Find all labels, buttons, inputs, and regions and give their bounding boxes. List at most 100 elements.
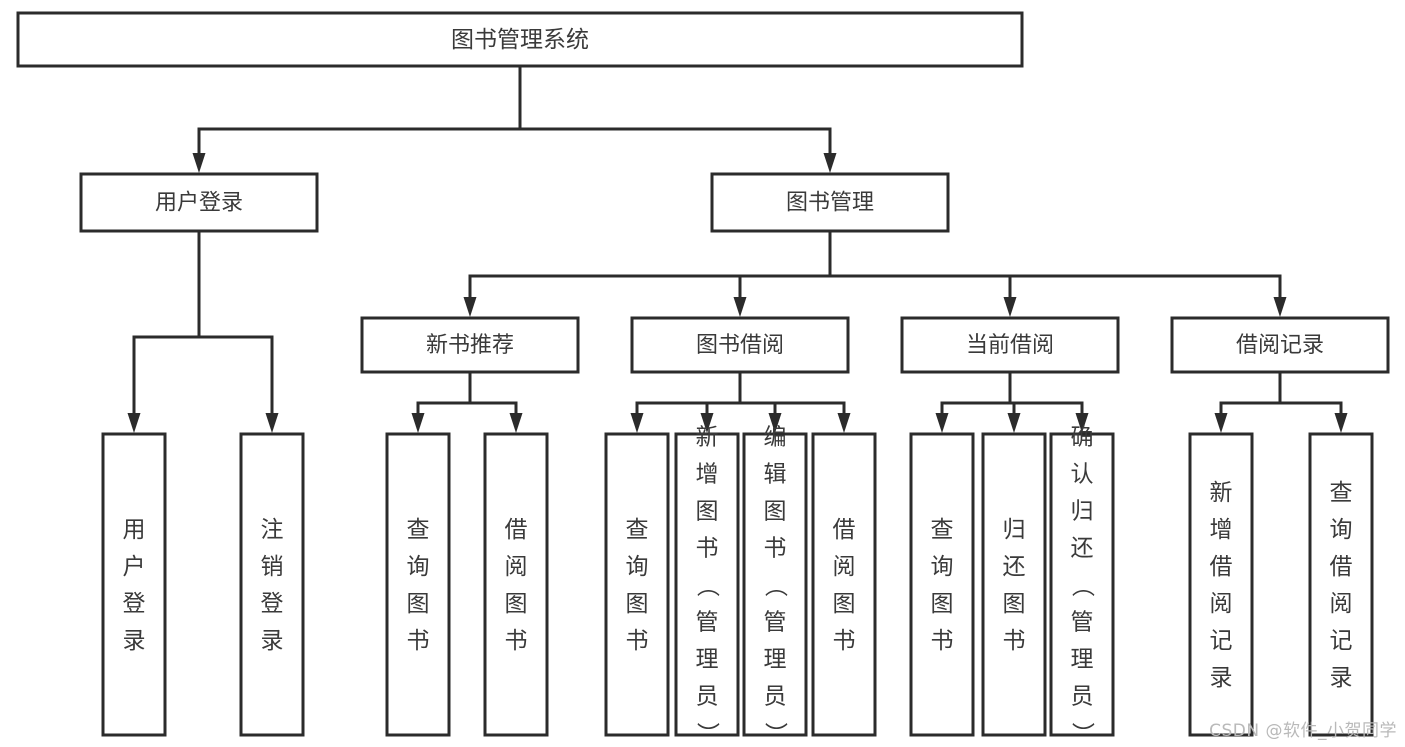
arrowhead-icon	[1075, 413, 1089, 433]
connector-group	[463, 229, 1287, 317]
node-box[interactable]	[604, 432, 670, 737]
node-label-char: ）	[1069, 722, 1095, 745]
node-label-char: 归	[1071, 499, 1094, 525]
node-borrow[interactable]: 图书借阅	[630, 316, 850, 374]
arrowhead-icon	[509, 413, 523, 433]
node-box[interactable]	[101, 432, 167, 737]
node-label-char: ）	[694, 722, 720, 745]
arrowhead-icon	[823, 153, 837, 173]
node-box[interactable]	[710, 172, 950, 233]
arrowhead-icon	[1334, 413, 1348, 433]
node-label-char: 询	[626, 554, 649, 580]
node-label-char: 图	[833, 591, 856, 617]
node-l-1[interactable]: 用户登录	[101, 432, 167, 737]
node-label-char: 理	[764, 647, 787, 673]
node-label-char: （	[762, 574, 788, 597]
connector-group	[127, 229, 279, 433]
node-box[interactable]	[1188, 432, 1254, 737]
node-box[interactable]	[811, 432, 877, 737]
node-label-char: 记	[1210, 628, 1233, 654]
node-box[interactable]	[742, 432, 808, 737]
node-box[interactable]	[385, 432, 451, 737]
node-label-char: 借	[1210, 554, 1233, 580]
node-box[interactable]	[483, 432, 549, 737]
node-box[interactable]	[1049, 432, 1115, 737]
node-box[interactable]	[239, 432, 305, 737]
node-box[interactable]	[909, 432, 975, 737]
node-box[interactable]	[79, 172, 319, 233]
node-label-char: 书	[505, 628, 528, 654]
node-label-char: 图	[505, 591, 528, 617]
node-label-char: 管	[764, 610, 787, 636]
node-label-char: 询	[407, 554, 430, 580]
connector-group	[411, 370, 523, 433]
node-label-char: ）	[762, 722, 788, 745]
arrowhead-icon	[630, 413, 644, 433]
node-box[interactable]	[674, 432, 740, 737]
arrowhead-icon	[463, 297, 477, 317]
node-box[interactable]	[1308, 432, 1374, 737]
node-label-char: 借	[505, 517, 528, 543]
node-label-char: 登	[123, 591, 146, 617]
node-label-char: 录	[123, 628, 146, 654]
node-label: 图书管理	[786, 191, 874, 216]
node-label-char: 书	[931, 628, 954, 654]
node-current[interactable]: 当前借阅	[900, 316, 1120, 374]
node-label-char: （	[694, 574, 720, 597]
node-label-char: 还	[1071, 536, 1094, 562]
node-label-char: 图	[407, 591, 430, 617]
connector-layer	[127, 64, 1348, 433]
node-label-char: 书	[833, 628, 856, 654]
node-label: 图书借阅	[696, 333, 784, 358]
node-box[interactable]	[16, 11, 1024, 68]
node-label: 当前借阅	[966, 333, 1054, 358]
node-box[interactable]	[981, 432, 1047, 737]
node-bookmgmt[interactable]: 图书管理	[710, 172, 950, 233]
node-label-char: 认	[1071, 462, 1094, 488]
node-label-char: 查	[626, 517, 649, 543]
node-box[interactable]	[360, 316, 580, 374]
arrowhead-icon	[1003, 297, 1017, 317]
connector-group	[192, 64, 837, 173]
node-label-char: 图	[626, 591, 649, 617]
node-label-char: 销	[261, 554, 284, 580]
node-label-char: 用	[123, 517, 146, 543]
arrowhead-icon	[1214, 413, 1228, 433]
node-label-char: 归	[1003, 517, 1026, 543]
node-label-char: 图	[931, 591, 954, 617]
node-box[interactable]	[630, 316, 850, 374]
node-box[interactable]	[900, 316, 1120, 374]
node-label-char: 编	[764, 425, 787, 451]
node-label-char: 员	[764, 684, 787, 710]
node-label-char: 注	[261, 517, 284, 543]
node-label-char: 查	[407, 517, 430, 543]
node-label-char: 户	[123, 554, 146, 580]
node-records[interactable]: 借阅记录	[1170, 316, 1390, 374]
node-newbook[interactable]: 新书推荐	[360, 316, 580, 374]
arrowhead-icon	[837, 413, 851, 433]
node-label-char: 记	[1330, 628, 1353, 654]
node-label-char: 询	[1330, 517, 1353, 543]
node-label-char: 员	[696, 684, 719, 710]
node-label-char: 阅	[1210, 591, 1233, 617]
node-label-char: 还	[1003, 554, 1026, 580]
node-login[interactable]: 用户登录	[79, 172, 319, 233]
node-label-char: 书	[626, 628, 649, 654]
node-root[interactable]: 图书管理系统	[16, 11, 1024, 68]
node-label-char: 增	[1210, 517, 1233, 543]
node-box[interactable]	[1170, 316, 1390, 374]
